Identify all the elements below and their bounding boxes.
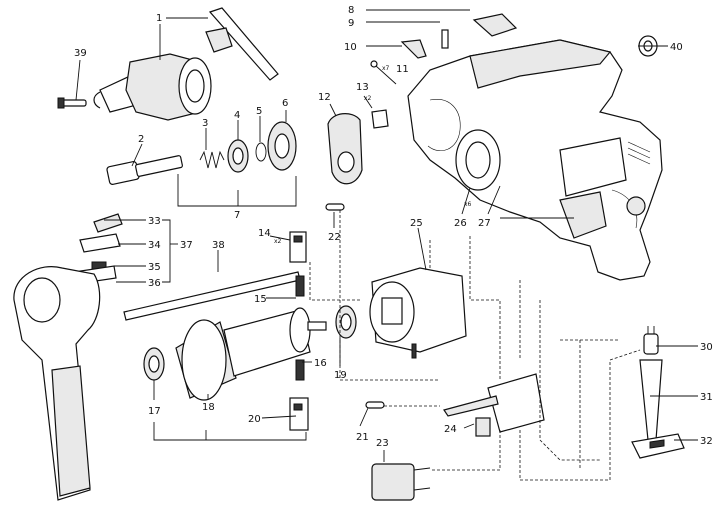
callout-8: 8 — [348, 5, 354, 16]
chuck-key — [205, 7, 279, 81]
callout-35: 35 — [148, 262, 161, 273]
side-handle — [13, 266, 101, 501]
bearing-17 — [143, 347, 165, 381]
stator — [369, 267, 467, 359]
callout-31: 31 — [700, 392, 713, 403]
multiplier-11: x7 — [382, 65, 390, 72]
callout-38: 38 — [212, 240, 225, 251]
callout-6: 6 — [282, 98, 288, 109]
multiplier-26: x6 — [464, 201, 472, 208]
capacitor — [371, 463, 431, 501]
bracket-13 — [371, 109, 389, 129]
cable-30 — [643, 326, 659, 355]
multiplier-13: x2 — [364, 95, 372, 102]
callout-15: 15 — [254, 294, 267, 305]
callout-16: 16 — [314, 358, 327, 369]
motor-housing — [407, 39, 663, 281]
cable-clamp-32 — [631, 433, 685, 459]
callout-34: 34 — [148, 240, 161, 251]
screw-39 — [57, 97, 87, 109]
callout-4: 4 — [234, 110, 240, 121]
callout-40: 40 — [670, 42, 683, 53]
switch — [443, 373, 545, 437]
callout-25: 25 — [410, 218, 423, 229]
switch-cover-8 — [472, 13, 518, 37]
callout-37: 37 — [180, 240, 193, 251]
callout-13: 13 — [356, 82, 369, 93]
callout-30: 30 — [700, 342, 713, 353]
multiplier-14: x2 — [274, 238, 282, 245]
callout-19: 19 — [334, 370, 347, 381]
leader-lines — [75, 9, 698, 462]
cable-sleeve-31 — [639, 359, 663, 441]
callout-27: 27 — [478, 218, 491, 229]
callout-7: 7 — [234, 210, 240, 221]
spring — [199, 150, 225, 169]
callout-3: 3 — [202, 118, 208, 129]
bearing-19 — [335, 305, 357, 339]
callout-10: 10 — [344, 42, 357, 53]
callout-18: 18 — [202, 402, 215, 413]
pin-21 — [365, 401, 385, 409]
spindle — [106, 155, 183, 185]
bracket-34 — [79, 233, 121, 253]
callout-11: 11 — [396, 64, 409, 75]
callout-33: 33 — [148, 216, 161, 227]
circlip — [255, 142, 267, 162]
callout-1: 1 — [156, 13, 162, 24]
wiring-dashes — [309, 210, 641, 481]
gear-cover-12 — [327, 113, 363, 185]
armature — [175, 307, 327, 401]
drill-chuck — [93, 53, 212, 121]
callout-2: 2 — [138, 134, 144, 145]
callout-9: 9 — [348, 18, 354, 29]
callout-26: 26 — [454, 218, 467, 229]
screw-11 — [370, 60, 397, 85]
callout-22: 22 — [328, 232, 341, 243]
carbon-brush-16 — [295, 359, 305, 381]
callout-20: 20 — [248, 414, 261, 425]
callout-labels: 1 2 3 4 5 6 7 8 9 10 11 x7 12 13 x2 14 x… — [74, 5, 713, 449]
callout-23: 23 — [376, 438, 389, 449]
callout-32: 32 — [700, 436, 713, 447]
callout-5: 5 — [256, 106, 262, 117]
callout-36: 36 — [148, 278, 161, 289]
gear — [267, 121, 297, 171]
clamp-33 — [93, 213, 123, 233]
callout-17: 17 — [148, 406, 161, 417]
bearing-4 — [227, 139, 249, 173]
lever-10 — [400, 39, 427, 59]
callout-39: 39 — [74, 48, 87, 59]
callout-12: 12 — [318, 92, 331, 103]
pin-22 — [325, 203, 345, 211]
brush-holder-20 — [289, 397, 309, 431]
carbon-brush-15 — [295, 275, 305, 297]
callout-21: 21 — [356, 432, 369, 443]
callout-14: 14 — [258, 228, 271, 239]
brush-holder-14 — [289, 231, 307, 263]
callout-24: 24 — [444, 424, 457, 435]
pin-9 — [441, 29, 449, 49]
